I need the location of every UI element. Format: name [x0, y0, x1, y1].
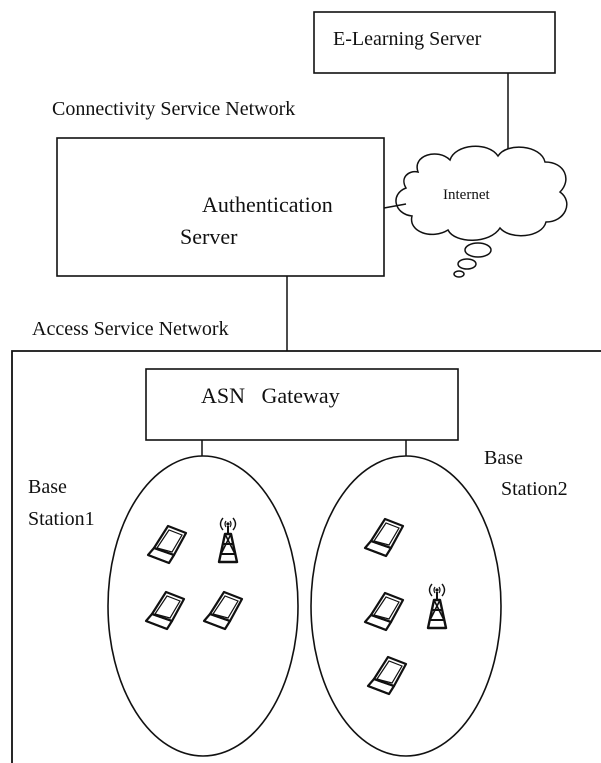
authentication-server-label-line1: Authentication: [202, 192, 333, 217]
base-station1-cell: [107, 455, 299, 757]
base-station1-label-line1: Base: [28, 476, 67, 498]
asn-gateway-box: [145, 368, 459, 441]
internet-label: Internet: [443, 187, 490, 203]
laptop-icon: [363, 591, 405, 632]
elearning-server-box: [313, 11, 556, 74]
authentication-server-box: [56, 137, 385, 277]
antenna-tower-icon: [426, 582, 448, 630]
base-station2-label-line1: Base: [484, 447, 523, 469]
authentication-server-label-line2: Server: [180, 224, 238, 249]
access-service-network-frame: [11, 350, 601, 763]
internet-cloud: [395, 145, 568, 278]
base-station2-cell: [310, 455, 502, 757]
base-station2-label-line2: Station2: [501, 478, 568, 500]
laptop-icon: [144, 590, 186, 631]
elearning-server-label: E-Learning Server: [333, 28, 482, 50]
laptop-icon: [146, 524, 188, 565]
laptop-icon: [366, 655, 408, 696]
base-station1-label-line2: Station1: [28, 508, 95, 530]
laptop-icon: [202, 590, 244, 631]
laptop-icon: [363, 517, 405, 558]
antenna-tower-icon: [217, 516, 239, 564]
auth-internet-link: [383, 203, 407, 209]
connectivity-service-network-label: Connectivity Service Network: [52, 98, 296, 120]
access-service-network-label: Access Service Network: [32, 318, 229, 340]
asn-gateway-label: ASN Gateway: [201, 383, 340, 408]
